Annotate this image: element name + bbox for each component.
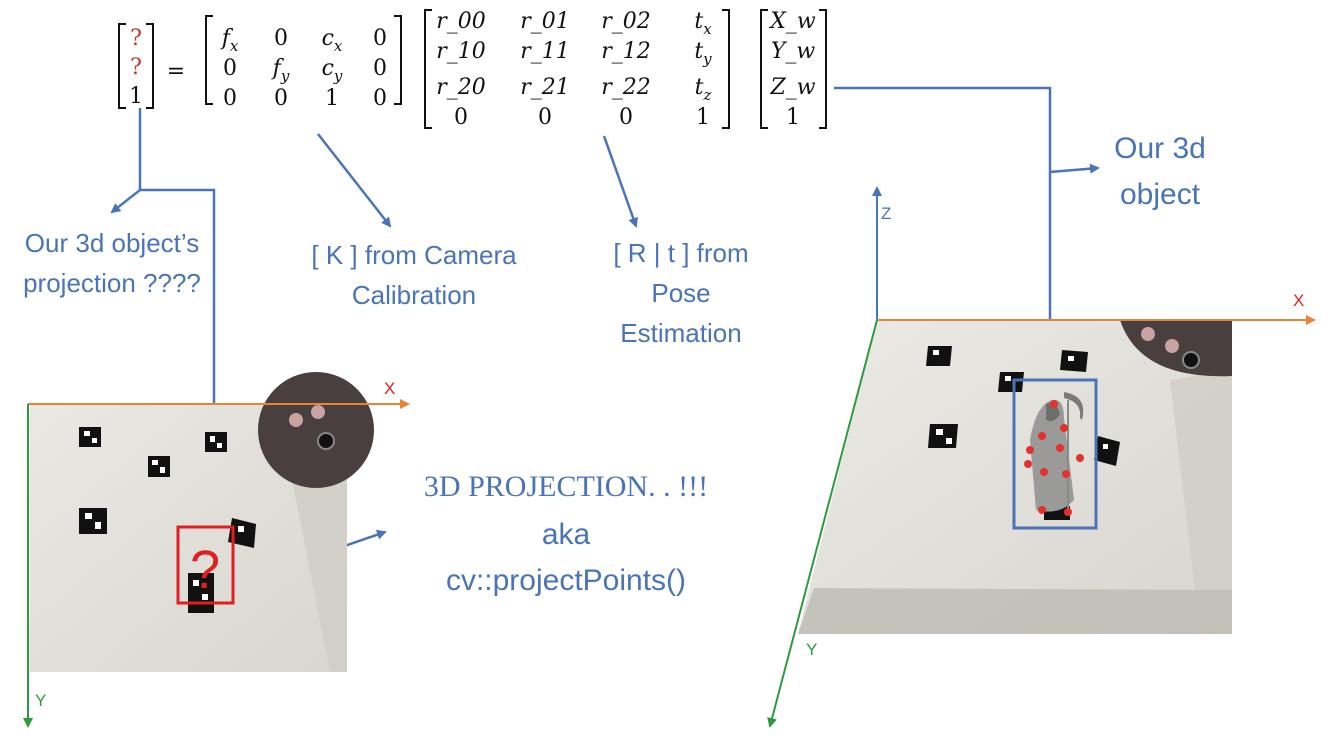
left-device xyxy=(258,372,374,488)
k-cell: 0 xyxy=(274,86,288,111)
rt-cell: r_00 xyxy=(436,9,486,34)
rt-cell: r_01 xyxy=(520,9,570,34)
left-axes: X Y xyxy=(23,379,410,728)
projected-object-box xyxy=(176,525,235,605)
k-calibration-label: [ K ] from Camera Calibration xyxy=(311,240,517,310)
world-cell: X_w xyxy=(768,9,816,34)
connector-arrows xyxy=(110,86,1100,584)
k-cell: 0 xyxy=(373,86,387,111)
left-y-label: Y xyxy=(35,691,46,710)
world-cell: Y_w xyxy=(771,39,816,64)
right-y-axis xyxy=(767,319,878,728)
rt-cell: tx xyxy=(694,9,712,38)
projection-label-line2: projection ???? xyxy=(23,268,201,298)
k-label-line2: Calibration xyxy=(352,280,476,310)
arrow-to-3d-object xyxy=(834,86,1055,378)
rt-cell: r_22 xyxy=(601,75,651,100)
rt-cell: 0 xyxy=(454,105,468,130)
rt-label-line2: Pose xyxy=(651,278,710,308)
object-label-line2: object xyxy=(1120,178,1201,211)
rt-cell: r_02 xyxy=(601,9,651,34)
k-cell: fx xyxy=(220,26,239,55)
rt-matrix: r_00 r_01 r_02 tx r_10 r_11 r_12 ty r_20 r_21 r_22… xyxy=(436,9,712,130)
world-cell: 1 xyxy=(786,105,800,130)
projection-title-line2: aka xyxy=(542,518,591,551)
right-y-label: Y xyxy=(806,640,817,659)
left-camera-image: ? xyxy=(30,372,374,672)
rt-cell: 1 xyxy=(696,105,710,130)
world-cell: Z_w xyxy=(769,75,815,100)
world-point-vector: X_wY_wZ_w 1 xyxy=(768,9,816,130)
lhs-one: 1 xyxy=(129,84,143,109)
left-x-label: X xyxy=(384,379,395,398)
rt-label-line1: [ R | t ] from xyxy=(613,238,748,268)
equals-sign: = xyxy=(167,59,185,84)
rt-cell: ty xyxy=(694,39,712,68)
k-cell: 0 xyxy=(373,26,387,51)
projected-question-mark: ? xyxy=(190,540,220,600)
k-cell: 0 xyxy=(274,26,288,51)
k-cell: cx xyxy=(322,26,343,55)
k-cell: 1 xyxy=(325,86,339,111)
rt-label-line3: Estimation xyxy=(620,318,741,348)
object-label: Our 3d object xyxy=(1114,132,1206,211)
projection-title: 3D PROJECTION. . !!! aka cv::projectPoin… xyxy=(424,470,708,597)
rt-cell: r_11 xyxy=(520,39,570,64)
k-cell: fy xyxy=(271,56,290,85)
object-keypoints xyxy=(1024,400,1084,516)
projection-title-line3: cv::projectPoints() xyxy=(446,564,686,597)
arrow-to-projection-label xyxy=(110,189,141,214)
rt-pose-label: [ R | t ] from Pose Estimation xyxy=(613,238,748,348)
k-cell: 0 xyxy=(223,86,237,111)
3d-object-box xyxy=(1012,378,1098,530)
rt-cell: tz xyxy=(695,75,712,104)
rt-cell: r_12 xyxy=(601,39,651,64)
right-z-label: Z xyxy=(881,204,891,223)
projection-title-line1: 3D PROJECTION. . !!! xyxy=(424,470,708,503)
right-x-label: X xyxy=(1293,291,1304,310)
left-markers xyxy=(79,427,256,613)
k-cell: 0 xyxy=(223,56,237,81)
rt-cell: 0 xyxy=(619,105,633,130)
lhs-u: ? xyxy=(130,26,142,51)
arrow-to-rt-label xyxy=(602,135,639,228)
k-label-line1: [ K ] from Camera xyxy=(311,240,517,270)
object-label-line1: Our 3d xyxy=(1114,132,1206,165)
k-cell: cy xyxy=(322,56,343,85)
projection-label-line1: Our 3d object’s xyxy=(25,228,199,258)
rt-cell: r_21 xyxy=(520,75,570,100)
projection-label: Our 3d object’s projection ???? xyxy=(23,228,201,298)
right-camera-image xyxy=(798,320,1232,634)
rt-cell: r_20 xyxy=(436,75,486,100)
arrow-to-k-label xyxy=(317,133,392,228)
k-cell: 0 xyxy=(373,56,387,81)
right-axes: Z X Y xyxy=(767,186,1316,728)
rt-cell: 0 xyxy=(538,105,552,130)
lhs-v: ? xyxy=(130,55,142,80)
rt-cell: r_10 xyxy=(436,39,486,64)
arrow-to-object-label xyxy=(1049,163,1100,174)
